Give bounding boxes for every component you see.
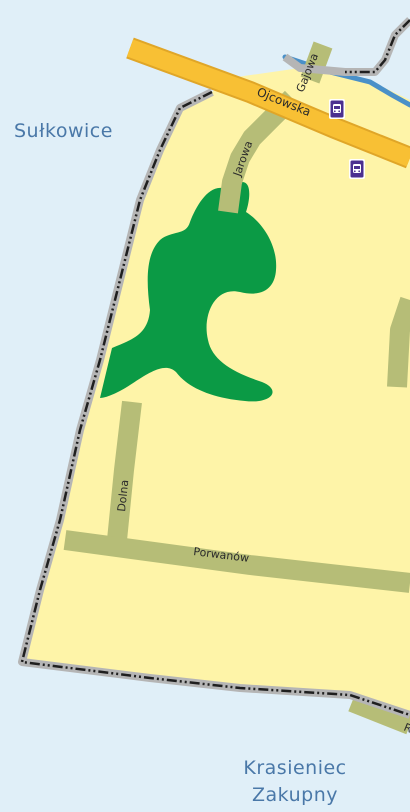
road-gajowa (300, 41, 333, 84)
street-label-cut-off: R (402, 721, 410, 736)
place-label-west: Sułkowice (14, 120, 113, 142)
boundary-line-ne (345, 19, 410, 74)
road-dolna (107, 400, 142, 541)
boundary-casing-ne (282, 17, 410, 76)
boundary-line (20, 90, 410, 717)
place-label-south-line1: Krasieniec (243, 757, 347, 779)
bus-stop-icon[interactable] (349, 159, 365, 179)
place-label-south: Krasieniec Zakupny (220, 755, 370, 808)
road-east (387, 296, 410, 388)
local-roads (63, 41, 410, 735)
road-southeast (348, 692, 410, 735)
road-porwanow (63, 530, 410, 593)
road-jarowa (218, 90, 300, 214)
road-ojcowska-fill (126, 39, 410, 167)
forest-area (100, 182, 277, 402)
place-label-south-line2: Zakupny (252, 783, 338, 806)
bus-stop-icon[interactable] (329, 99, 345, 119)
street-label-dolna: Dolna (115, 479, 131, 512)
